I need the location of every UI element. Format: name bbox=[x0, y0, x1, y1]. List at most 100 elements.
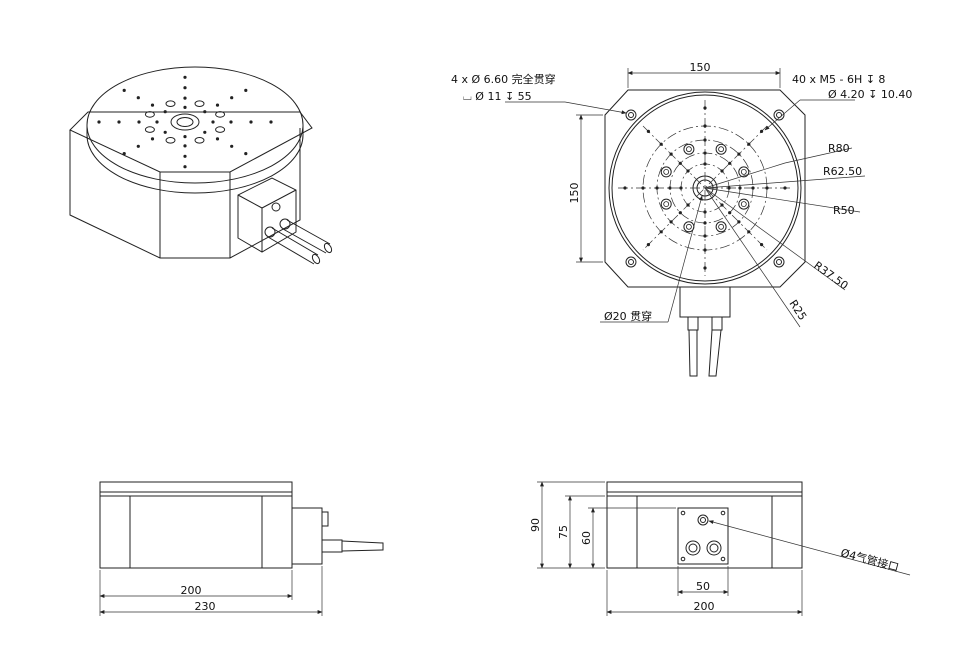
side-view bbox=[537, 481, 911, 616]
corner-hole-tl-inner bbox=[628, 112, 634, 118]
tapped-hole bbox=[646, 243, 651, 247]
label-thru-holes-1: 4 x Ø 6.60 完全贯穿 bbox=[451, 72, 556, 86]
tapped-hole bbox=[686, 203, 690, 207]
counterbore-hole-inner bbox=[718, 223, 724, 230]
top-centerline-d1 bbox=[642, 125, 768, 251]
leader-r80 bbox=[704, 162, 786, 189]
corner-hole-bl bbox=[625, 256, 637, 268]
iso-tapped-hole bbox=[183, 154, 187, 158]
dim-side-75: 75 bbox=[557, 525, 570, 539]
counterbore-hole bbox=[715, 221, 727, 233]
tapped-hole bbox=[747, 142, 751, 146]
iso-tapped-hole bbox=[122, 88, 126, 92]
leader-r25 bbox=[704, 187, 801, 328]
top-table-inner bbox=[611, 94, 799, 282]
iso-tapped-hole bbox=[183, 165, 187, 169]
tapped-hole bbox=[669, 152, 673, 156]
tapped-hole bbox=[641, 186, 645, 190]
iso-counterbore-hole bbox=[215, 126, 226, 133]
iso-counterbore-hole bbox=[165, 100, 176, 107]
leader-tapped bbox=[764, 99, 801, 131]
tapped-hole bbox=[728, 161, 732, 165]
tapped-hole bbox=[669, 220, 673, 224]
dim-r37: R37.50 bbox=[811, 259, 850, 293]
label-center-hole: Ø20 贯穿 bbox=[604, 309, 652, 323]
iso-center-hole bbox=[170, 113, 200, 131]
top-body-outline bbox=[604, 89, 806, 288]
leader-r50 bbox=[704, 187, 861, 213]
screw-icon bbox=[680, 510, 686, 516]
tapped-hole bbox=[728, 211, 732, 215]
label-tapped-2: Ø 4.20 ↧ 10.40 bbox=[828, 88, 912, 101]
screw-icon bbox=[680, 556, 686, 562]
iso-table-side bbox=[86, 125, 304, 194]
label-tapped-1: 40 x M5 - 6H ↧ 8 bbox=[792, 73, 885, 86]
screw-icon bbox=[720, 556, 726, 562]
tapped-hole bbox=[686, 169, 690, 173]
dim-side-90: 90 bbox=[529, 518, 542, 532]
leader-center bbox=[667, 195, 703, 323]
iso-tapped-hole bbox=[183, 135, 187, 139]
iso-tapped-hole bbox=[163, 110, 167, 114]
tapped-hole bbox=[659, 142, 663, 146]
screw-icon bbox=[720, 510, 726, 516]
side-body bbox=[606, 495, 803, 569]
counterbore-hole-inner bbox=[718, 146, 724, 153]
iso-tapped-hole bbox=[244, 88, 248, 92]
iso-tapped-hole bbox=[163, 130, 167, 134]
iso-tapped-hole bbox=[97, 120, 101, 124]
counterbore-hole-inner bbox=[740, 168, 747, 175]
front-view bbox=[99, 481, 384, 616]
corner-hole-bl-inner bbox=[628, 259, 634, 265]
dim-side-60: 60 bbox=[580, 531, 593, 545]
tapped-hole bbox=[720, 169, 724, 173]
label-air-port: Ø4气管接口 bbox=[839, 545, 900, 574]
tapped-hole bbox=[703, 124, 707, 128]
tapped-hole bbox=[783, 186, 787, 190]
iso-tapped-hole bbox=[211, 120, 215, 124]
iso-tapped-hole bbox=[215, 103, 220, 107]
iso-tapped-hole bbox=[230, 96, 234, 100]
iso-tapped-hole bbox=[117, 120, 121, 124]
front-connector bbox=[291, 507, 323, 565]
tapped-hole bbox=[737, 220, 741, 224]
front-table bbox=[99, 481, 293, 497]
tapped-hole bbox=[678, 161, 682, 165]
iso-hose-b-end bbox=[323, 242, 333, 254]
iso-tapped-hole bbox=[203, 130, 207, 134]
counterbore-hole bbox=[738, 198, 750, 210]
side-connector-plate bbox=[677, 507, 729, 565]
tapped-hole bbox=[679, 186, 683, 190]
iso-body-outline bbox=[69, 128, 301, 259]
tapped-hole bbox=[703, 138, 707, 142]
tapped-hole bbox=[720, 203, 724, 207]
iso-tapped-hole bbox=[122, 152, 126, 156]
tapped-hole bbox=[659, 230, 663, 234]
iso-fitting-small bbox=[271, 202, 281, 212]
label-thru-holes-2: ⌴ Ø 11 ↧ 55 bbox=[463, 90, 532, 103]
counterbore-hole-inner bbox=[686, 223, 692, 230]
dim-side-50: 50 bbox=[696, 580, 710, 593]
iso-tapped-hole bbox=[155, 120, 159, 124]
iso-tapped-hole bbox=[203, 110, 207, 114]
side-fitting-b bbox=[706, 540, 722, 556]
top-centerline-d2 bbox=[642, 125, 768, 251]
counterbore-hole bbox=[660, 166, 672, 178]
counterbore-hole-inner bbox=[663, 168, 670, 175]
dim-front-230: 230 bbox=[195, 600, 216, 613]
tapped-hole bbox=[703, 221, 707, 225]
iso-counterbore-hole bbox=[165, 137, 176, 144]
tapped-hole bbox=[668, 186, 672, 190]
iso-table-top bbox=[86, 66, 304, 184]
iso-counterbore-hole bbox=[215, 111, 226, 118]
tapped-hole bbox=[737, 152, 741, 156]
corner-hole-tr bbox=[773, 109, 785, 121]
front-body bbox=[99, 495, 293, 569]
iso-tapped-hole bbox=[244, 152, 248, 156]
iso-counterbore-hole bbox=[194, 100, 205, 107]
counterbore-hole-inner bbox=[663, 201, 670, 208]
side-air-port-inner bbox=[700, 517, 706, 523]
dim-top-height: 150 bbox=[568, 183, 581, 204]
